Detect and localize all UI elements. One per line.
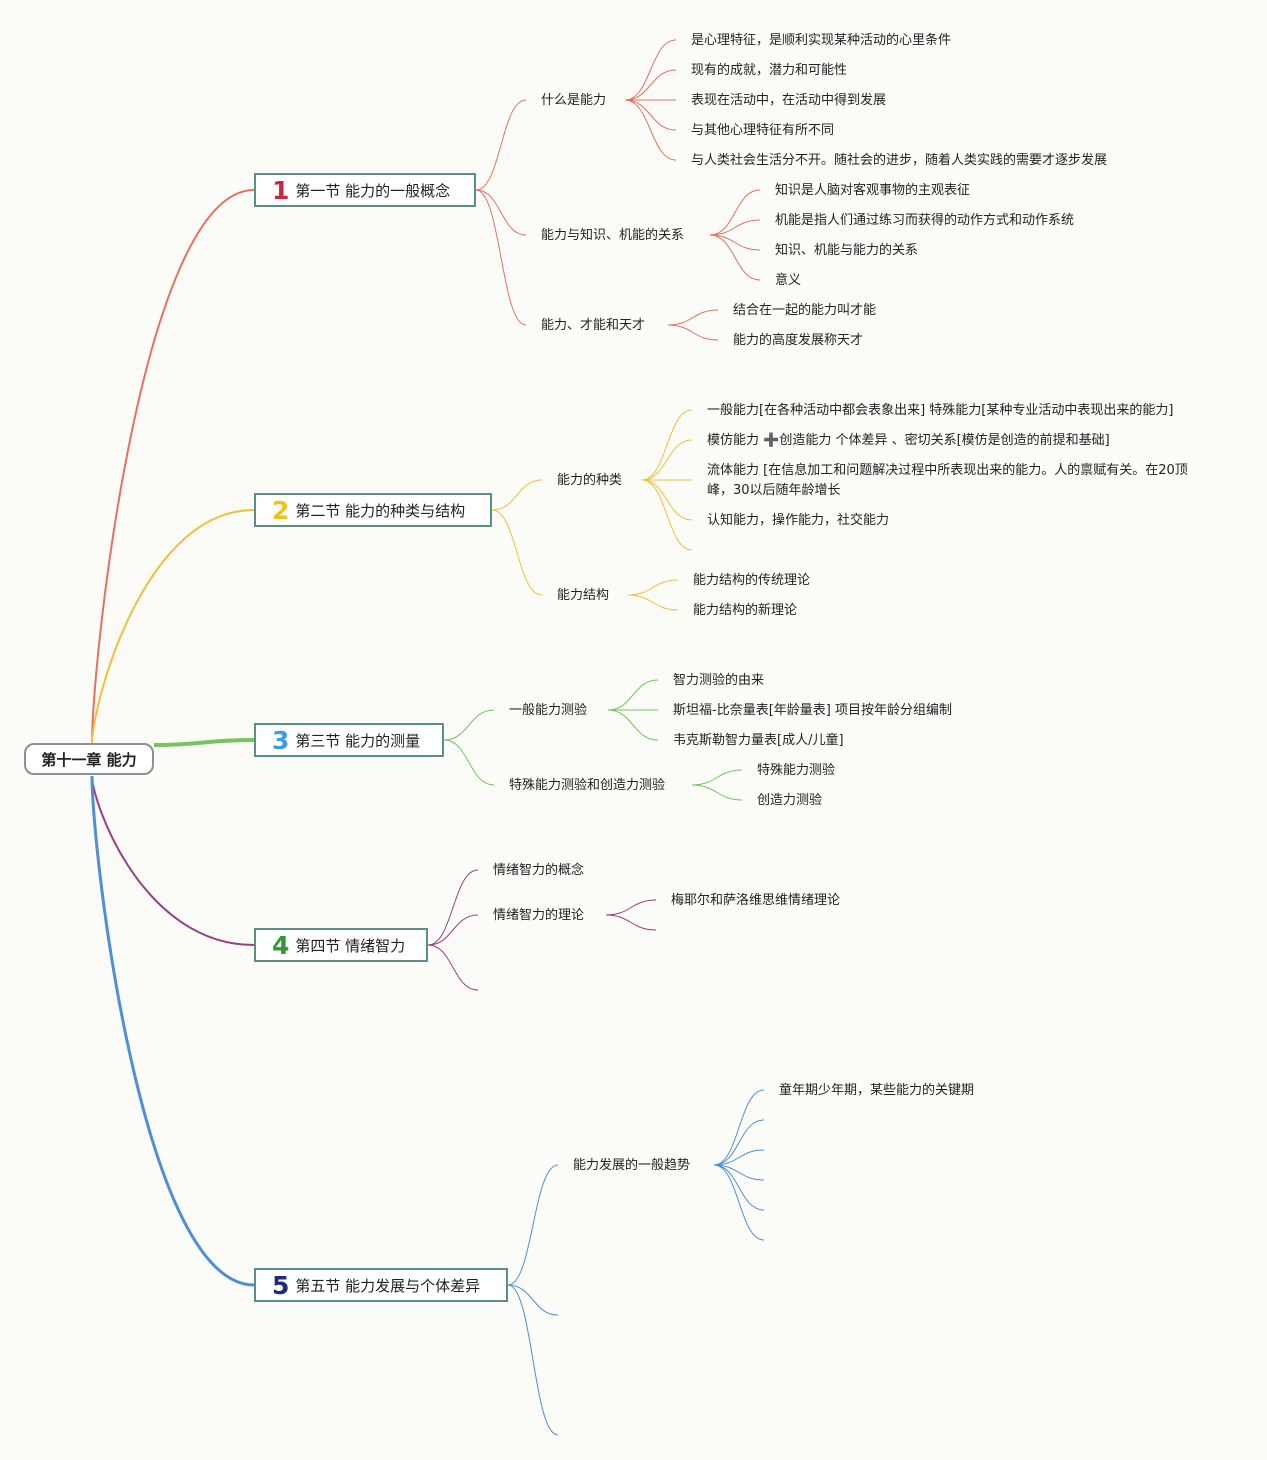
leaf-line	[641, 479, 693, 521]
section-3-number: 3	[272, 725, 290, 755]
root-branch-line	[90, 775, 255, 1287]
section-1-title: 第一节 能力的一般概念	[295, 181, 451, 200]
leaf-line	[713, 1164, 765, 1211]
leaf-item[interactable]: 是心理特征，是顺利实现某种活动的心里条件	[691, 33, 952, 48]
topic-ability-types[interactable]: 能力的种类	[557, 473, 623, 488]
leaf-line	[713, 1089, 765, 1166]
section-1-node[interactable]: 1 第一节 能力的一般概念	[254, 173, 476, 207]
topic-ability-structure[interactable]: 能力结构	[557, 588, 610, 603]
leaf-item[interactable]: 一般能力[在各种活动中都会表象出来] 特殊能力[某种专业活动中表现出来的能力]	[707, 403, 1174, 418]
leaf-line	[713, 1119, 765, 1166]
branch-line	[443, 739, 495, 786]
root-label: 第十一章 能力	[41, 750, 137, 769]
leaf-line	[624, 69, 677, 101]
section-4-node[interactable]: 4 第四节 情绪智力	[254, 928, 428, 962]
section-3-title: 第三节 能力的测量	[295, 731, 421, 750]
leaf-line	[641, 409, 693, 481]
leaf-item[interactable]: 表现在活动中，在活动中得到发展	[691, 93, 887, 108]
leaf-line	[641, 479, 693, 551]
leaf-item[interactable]: 智力测验的由来	[673, 673, 765, 688]
leaf-item[interactable]: 梅耶尔和萨洛维思维情绪理论	[671, 893, 841, 908]
branch-line	[427, 869, 479, 946]
branch-line	[507, 1284, 559, 1316]
leaf-item[interactable]: 认知能力，操作能力，社交能力	[707, 513, 890, 528]
leaf-line	[641, 439, 693, 481]
leaf-line	[709, 219, 761, 236]
section-2-title: 第二节 能力的种类与结构	[295, 501, 466, 520]
leaf-item[interactable]: 与人类社会生活分不开。随社会的进步，随着人类实践的需要才逐步发展	[691, 153, 1108, 168]
root-branch-line	[91, 775, 255, 946]
section-4-number: 4	[272, 930, 290, 960]
section-1-number: 1	[272, 175, 290, 205]
leaf-line	[667, 324, 719, 341]
leaf-line	[691, 769, 743, 786]
leaf-item[interactable]: 韦克斯勒智力量表[成人/儿童]	[673, 733, 844, 748]
leaf-item[interactable]: 能力的高度发展称天才	[733, 333, 864, 348]
topic-ability-knowledge-relation[interactable]: 能力与知识、机能的关系	[541, 228, 685, 243]
leaf-item[interactable]: 意义	[775, 273, 802, 288]
topic-ability-talent-genius[interactable]: 能力、才能和天才	[541, 318, 646, 333]
leaf-item[interactable]: 流体能力 [在信息加工和问题解决过程中所表现出来的能力。人的禀赋有关。在20顶峰…	[707, 463, 1188, 498]
branch-line	[475, 189, 527, 236]
section-3-node[interactable]: 3 第三节 能力的测量	[254, 723, 444, 757]
topic-what-is-ability[interactable]: 什么是能力	[541, 93, 607, 108]
leaf-item[interactable]: 现有的成就，潜力和可能性	[691, 63, 848, 78]
leaf-line	[709, 234, 761, 281]
topic-special-creativity-test[interactable]: 特殊能力测验和创造力测验	[509, 778, 666, 793]
section-4-title: 第四节 情绪智力	[295, 936, 406, 955]
leaf-item[interactable]: 结合在一起的能力叫才能	[733, 303, 877, 318]
root-branch-line	[91, 189, 255, 744]
leaf-line	[713, 1164, 765, 1241]
leaf-item[interactable]: 斯坦福-比奈量表[年龄量表] 项目按年龄分组编制	[673, 703, 952, 718]
root-branch-line	[153, 738, 255, 747]
leaf-line	[624, 99, 677, 131]
leaf-item[interactable]: 知识是人脑对客观事物的主观表征	[775, 183, 971, 198]
branch-line	[491, 479, 543, 511]
leaf-line	[624, 39, 677, 101]
section-5-title: 第五节 能力发展与个体差异	[295, 1276, 481, 1295]
leaf-item[interactable]: 能力结构的新理论	[693, 603, 798, 618]
leaf-line	[691, 784, 743, 801]
branch-line	[475, 99, 527, 191]
section-5-node[interactable]: 5 第五节 能力发展与个体差异	[254, 1268, 508, 1302]
leaf-line	[624, 99, 677, 161]
branch-line	[475, 189, 527, 326]
leaf-line	[627, 579, 679, 596]
leaf-item[interactable]: 特殊能力测验	[757, 763, 836, 778]
topic-ei-theory[interactable]: 情绪智力的理论	[493, 908, 585, 923]
leaf-item[interactable]: 创造力测验	[757, 793, 823, 808]
leaf-item[interactable]: 能力结构的传统理论	[693, 573, 811, 588]
leaf-line	[713, 1149, 765, 1166]
leaf-item[interactable]: 机能是指人们通过练习而获得的动作方式和动作系统	[775, 213, 1075, 228]
leaf-line	[667, 309, 719, 326]
section-2-node[interactable]: 2 第二节 能力的种类与结构	[254, 493, 492, 527]
branch-line	[427, 944, 479, 991]
leaf-line	[627, 594, 679, 611]
leaf-line	[709, 234, 761, 251]
branch-line	[507, 1284, 559, 1436]
leaf-item[interactable]: 模仿能力 ➕创造能力 个体差异 、密切关系[模仿是创造的前提和基础]	[707, 433, 1110, 448]
leaf-item[interactable]: 与其他心理特征有所不同	[691, 123, 835, 138]
section-2-number: 2	[272, 495, 290, 525]
branch-line	[443, 709, 495, 741]
leaf-item[interactable]: 知识、机能与能力的关系	[775, 243, 919, 258]
leaf-item[interactable]: 童年期少年期，某些能力的关键期	[779, 1083, 975, 1098]
root-node[interactable]: 第十一章 能力	[24, 743, 154, 775]
branch-line	[491, 509, 543, 596]
root-branch-line	[91, 509, 255, 744]
branch-line	[507, 1164, 559, 1286]
section-5-number: 5	[272, 1270, 290, 1300]
branch-line	[427, 914, 479, 946]
topic-general-ability-test[interactable]: 一般能力测验	[509, 703, 588, 718]
leaf-line	[713, 1164, 765, 1181]
leaf-line	[607, 679, 659, 711]
leaf-line	[605, 914, 657, 931]
leaf-line	[605, 899, 657, 916]
topic-development-trend[interactable]: 能力发展的一般趋势	[573, 1158, 691, 1173]
leaf-line	[607, 709, 659, 741]
topic-ei-concept[interactable]: 情绪智力的概念	[493, 863, 585, 878]
leaf-line	[709, 189, 761, 236]
